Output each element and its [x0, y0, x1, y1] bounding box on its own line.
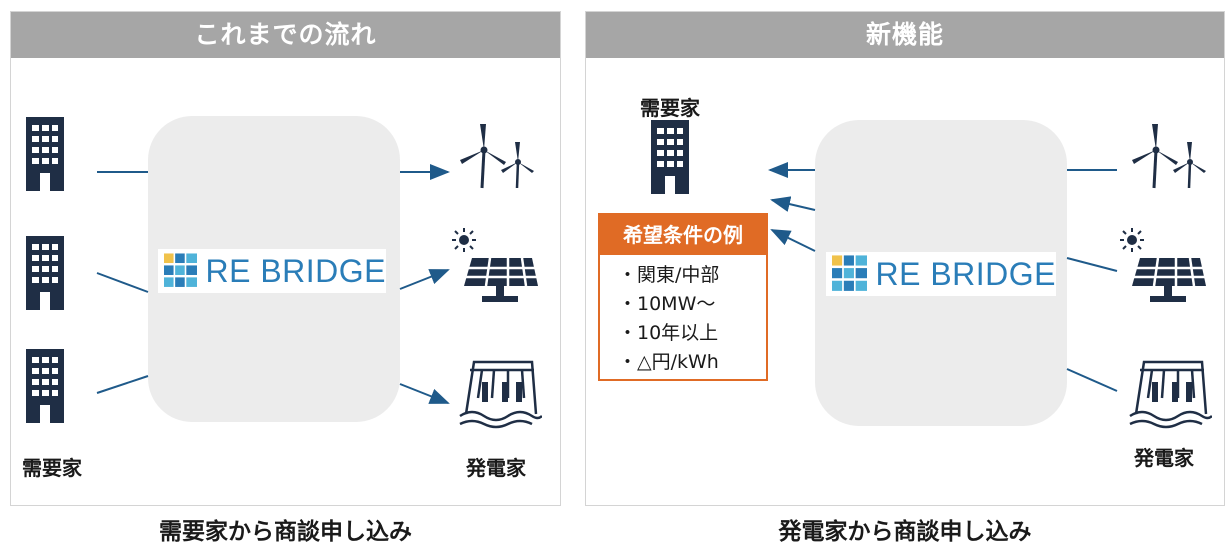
dam-icon: [1122, 352, 1212, 432]
building-icon: [651, 120, 689, 194]
left-logo: RE BRIDGE: [158, 249, 386, 293]
left-logo-text: RE BRIDGE: [205, 252, 386, 289]
connector-line: [1066, 368, 1118, 392]
left-panel: これまでの流れ: [10, 11, 561, 506]
building-icon: [26, 236, 64, 310]
condition-item: ・10MW～: [618, 293, 716, 315]
left-panel-header: これまでの流れ: [11, 12, 560, 58]
condition-item: ・10年以上: [618, 322, 719, 344]
connector-line: [1066, 257, 1118, 272]
right-panel-header: 新機能: [586, 12, 1224, 58]
right-caption: 発電家から商談申し込み: [778, 519, 1032, 545]
building-icon: [26, 117, 64, 191]
right-logo-text: RE BRIDGE: [875, 255, 1056, 292]
right-logo: RE BRIDGE: [826, 252, 1056, 296]
conditions-title: 希望条件の例: [600, 215, 766, 255]
wind-turbine-icon: [458, 120, 538, 190]
building-icon: [26, 349, 64, 423]
connector-line: [96, 272, 149, 293]
condition-item: ・△円/kWh: [618, 351, 719, 373]
conditions-list: ・関東/中部 ・10MW～ ・10年以上 ・△円/kWh: [618, 261, 719, 377]
right-demand-label: 需要家: [640, 96, 700, 120]
connector-arrow: [399, 383, 450, 404]
solar-panel-icon: [450, 228, 540, 308]
connector-line: [96, 375, 149, 394]
connector-arrow: [770, 229, 816, 252]
conditions-box: 希望条件の例 ・関東/中部 ・10MW～ ・10年以上 ・△円/kWh: [598, 213, 768, 381]
left-supply-label: 発電家: [466, 456, 526, 480]
dam-icon: [452, 352, 542, 432]
wind-turbine-icon: [1130, 120, 1210, 190]
right-supply-label: 発電家: [1134, 446, 1194, 470]
connector-arrow: [399, 269, 450, 290]
left-demand-label: 需要家: [22, 456, 82, 480]
connector-arrow: [770, 196, 816, 212]
solar-panel-icon: [1118, 228, 1208, 308]
left-caption: 需要家から商談申し込み: [159, 519, 412, 545]
condition-item: ・関東/中部: [618, 264, 720, 286]
